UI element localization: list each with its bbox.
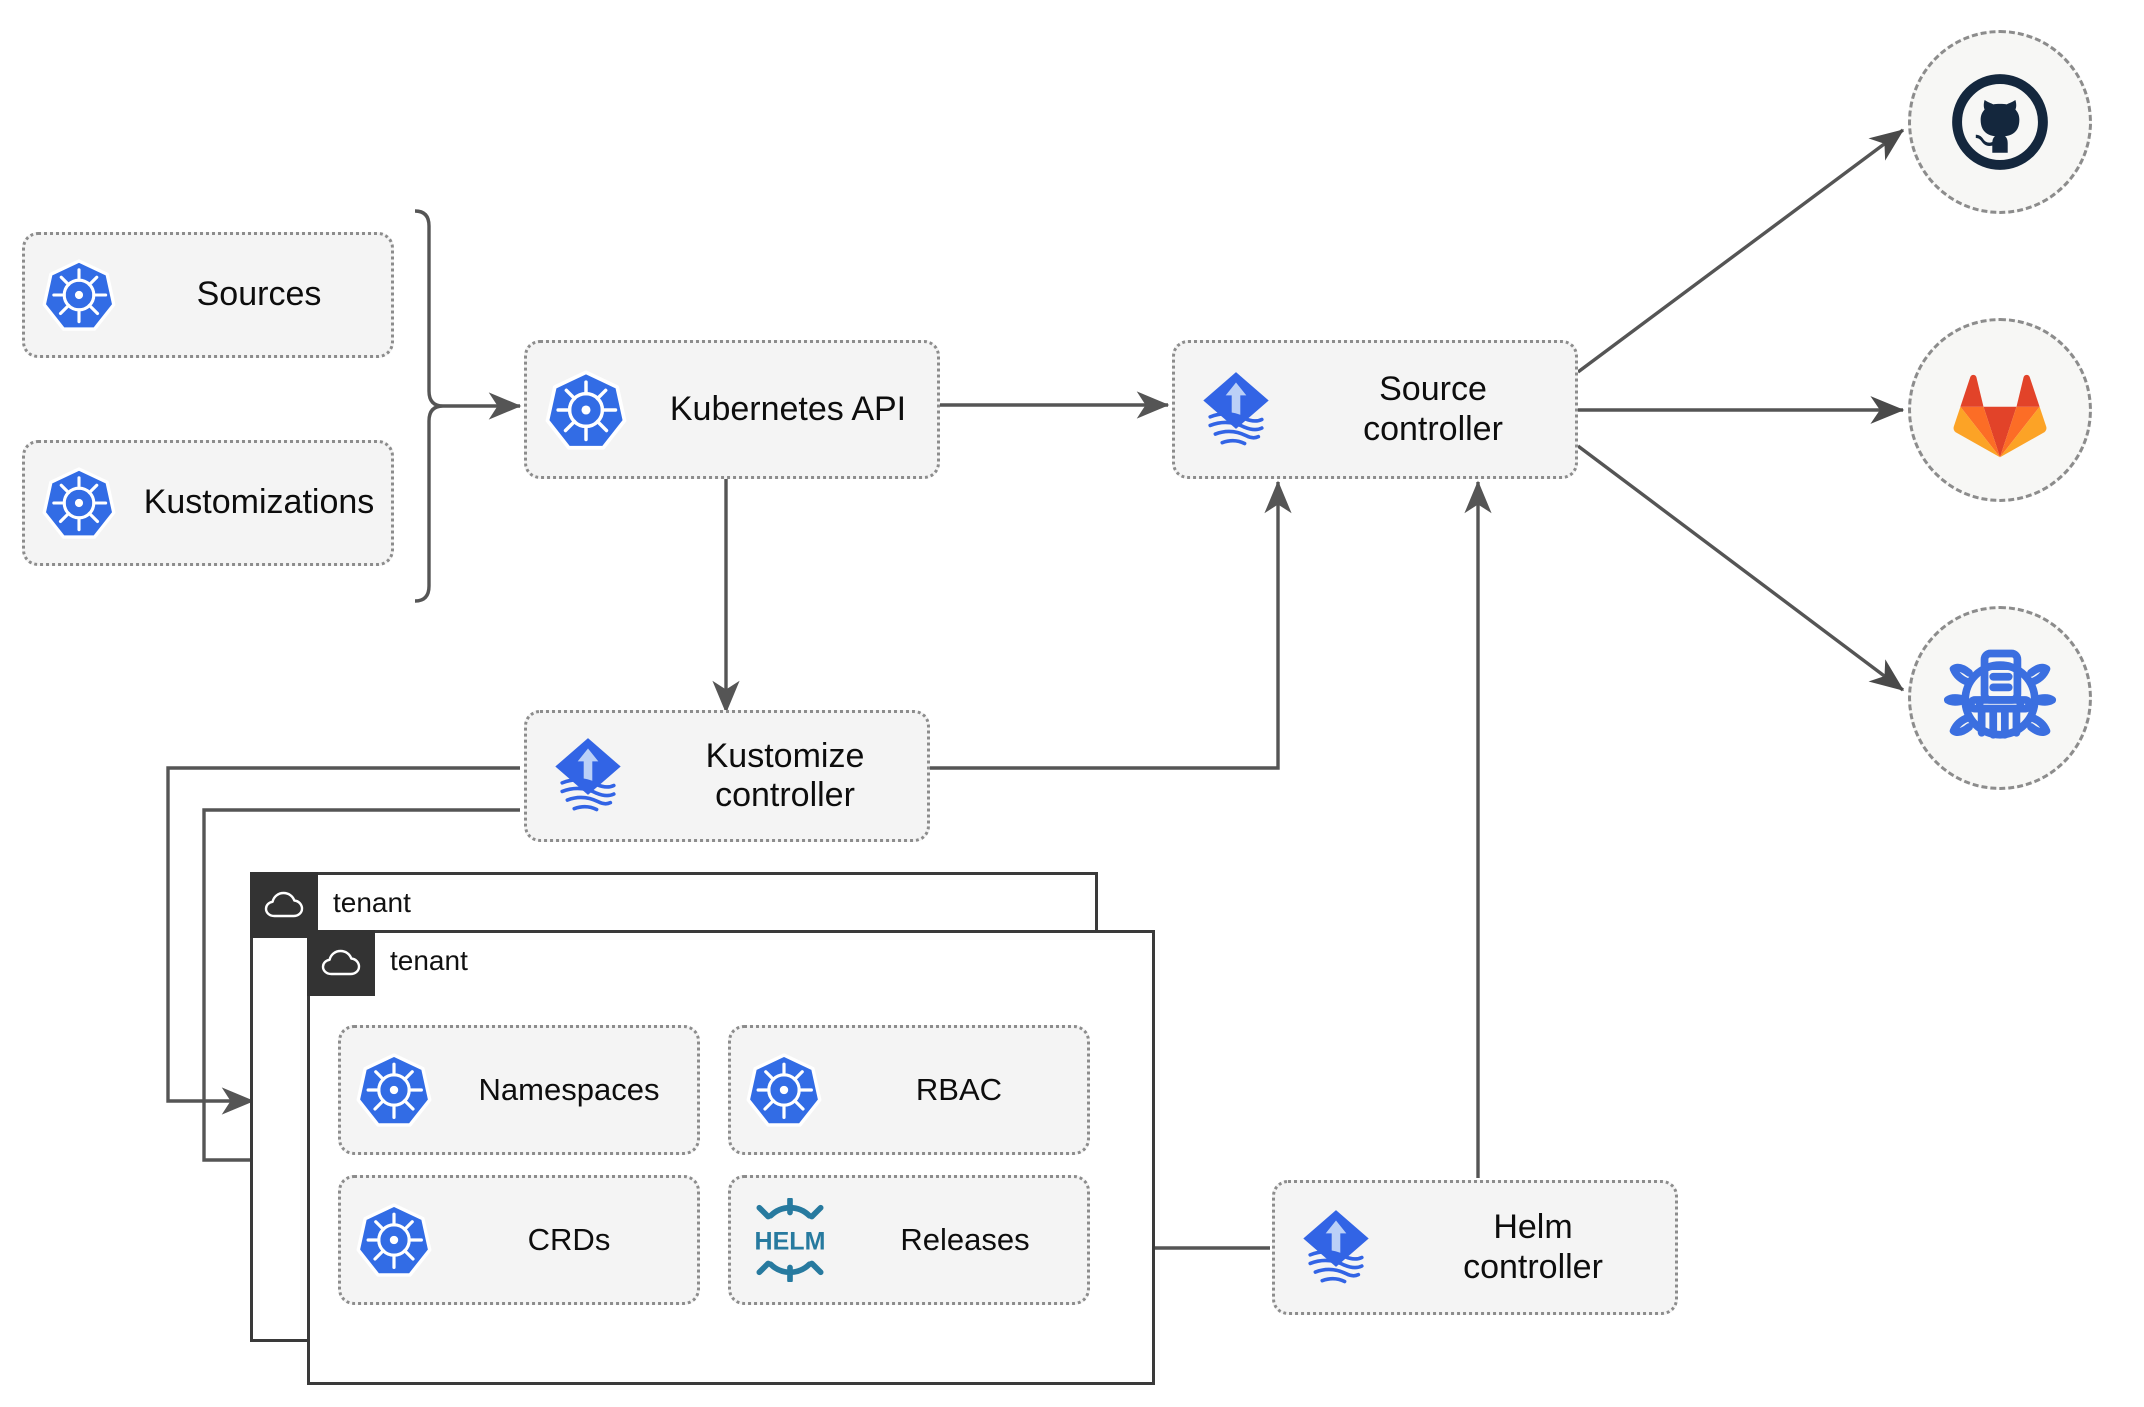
node-label: Source controller: [1363, 370, 1503, 448]
node-crds[interactable]: CRDs: [338, 1175, 700, 1305]
kubernetes-glyph: [42, 259, 116, 331]
kubernetes-glyph: [42, 467, 116, 539]
node-label: CRDs: [527, 1222, 611, 1258]
node-namespaces[interactable]: Namespaces: [338, 1025, 700, 1155]
node-label: RBAC: [915, 1072, 1003, 1108]
flux-icon: [1175, 367, 1297, 453]
flux-glyph: [1303, 1209, 1369, 1283]
tenant-label-1: tenant: [333, 887, 411, 918]
node-label: Kubernetes API: [669, 389, 907, 428]
kubernetes-icon: [341, 1052, 447, 1128]
node-label: Sources: [196, 275, 322, 314]
cloud-icon: [250, 872, 318, 938]
kubernetes-icon: [731, 1052, 837, 1128]
node-sources[interactable]: Sources: [22, 232, 394, 358]
helm-repository-icon: [1943, 649, 2057, 739]
tenant-label-2: tenant: [390, 945, 468, 976]
edge-kustomize-controller-to-source-controller: [930, 480, 1292, 770]
kubernetes-icon: [341, 1202, 447, 1278]
github-icon: [1952, 74, 2048, 170]
kubernetes-glyph: [356, 1053, 432, 1127]
node-kustomizations[interactable]: Kustomizations: [22, 440, 394, 566]
node-releases[interactable]: HELM Releases: [728, 1175, 1090, 1305]
node-label: Helm controller: [1463, 1208, 1603, 1286]
node-source-controller[interactable]: Source controller: [1172, 340, 1578, 479]
resource-group-bracket: [414, 209, 444, 603]
kubernetes-icon: [527, 369, 645, 451]
kubernetes-icon: [25, 258, 133, 332]
edge-source-controller-to-helm-repository: [1576, 444, 1905, 692]
kubernetes-icon: [25, 466, 133, 540]
kubernetes-glyph: [746, 1053, 822, 1127]
cloud-icon: [307, 930, 375, 996]
cloud-glyph: [264, 891, 304, 918]
node-label: Kustomizations: [143, 483, 375, 522]
kubernetes-glyph: [356, 1203, 432, 1277]
helm-icon: HELM: [731, 1198, 849, 1282]
node-rbac[interactable]: RBAC: [728, 1025, 1090, 1155]
provider-github[interactable]: [1908, 30, 2092, 214]
gitlab-icon: [1953, 374, 2047, 458]
node-label: Kustomize controller: [705, 736, 865, 814]
flux-icon: [527, 733, 649, 819]
node-kubernetes-api[interactable]: Kubernetes API: [524, 340, 940, 479]
flux-icon: [1275, 1205, 1397, 1291]
tenant-container-2: tenant: [307, 930, 1155, 1385]
edge-kustomize-controller-to-tenant-1: [166, 766, 520, 1115]
kubernetes-glyph: [545, 369, 627, 450]
node-kustomize-controller[interactable]: Kustomize controller: [524, 710, 930, 842]
node-label: Releases: [900, 1222, 1030, 1258]
helm-wordmark: HELM: [755, 1228, 826, 1256]
flux-glyph: [1203, 371, 1269, 445]
provider-helm-repository[interactable]: [1908, 606, 2092, 790]
cloud-glyph: [321, 949, 361, 976]
helm-glyph: HELM: [755, 1198, 826, 1282]
provider-gitlab[interactable]: [1908, 318, 2092, 502]
edge-source-controller-to-github: [1576, 128, 1905, 374]
flux-glyph: [555, 738, 621, 812]
node-helm-controller[interactable]: Helm controller: [1272, 1180, 1678, 1315]
node-label: Namespaces: [478, 1072, 660, 1108]
